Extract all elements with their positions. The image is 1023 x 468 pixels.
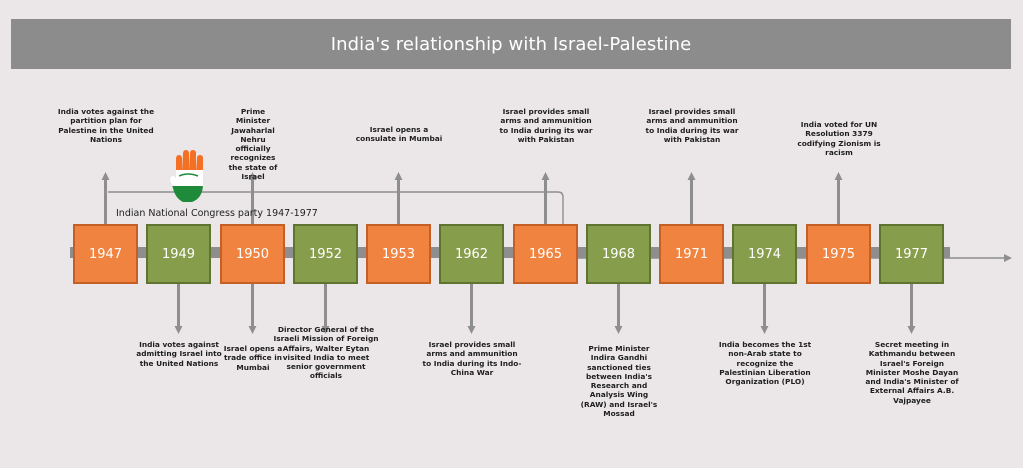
event-text-1947: India votes against the partition plan f… <box>57 107 155 144</box>
event-text-1968: Prime Minister Indira Gandhi sanctioned … <box>580 344 658 419</box>
year-box-1953: 1953 <box>366 224 431 284</box>
event-text-1949: India votes against admitting Israel int… <box>136 340 222 368</box>
event-text-1974: India becomes the 1st non-Arab state to … <box>718 340 812 387</box>
event-text-1962: Israel provides small arms and ammunitio… <box>422 340 522 377</box>
year-box-1962: 1962 <box>439 224 504 284</box>
event-text-1975: India voted for UN Resolution 3379 codif… <box>797 120 881 157</box>
event-text-1950: Prime Minister Jawaharlal Nehru official… <box>228 107 278 182</box>
event-text-1965: Israel provides small arms and ammunitio… <box>499 107 593 144</box>
event-text-1971: Israel provides small arms and ammunitio… <box>645 107 739 144</box>
party-label: Indian National Congress party 1947-1977 <box>116 208 318 219</box>
year-box-1949: 1949 <box>146 224 211 284</box>
year-box-1965: 1965 <box>513 224 578 284</box>
raised-hand-icon <box>170 150 203 202</box>
year-box-1968: 1968 <box>586 224 651 284</box>
event-text-1977: Secret meeting in Kathmandu between Isra… <box>865 340 959 405</box>
timeline-bar <box>70 247 950 258</box>
year-box-1977: 1977 <box>879 224 944 284</box>
year-box-1950: 1950 <box>220 224 285 284</box>
event-text-1950-below: Israel opens a trade office in Mumbai <box>223 344 283 372</box>
page-title: India's relationship with Israel-Palesti… <box>330 33 692 55</box>
year-box-1974: 1974 <box>732 224 797 284</box>
year-box-1947: 1947 <box>73 224 138 284</box>
year-box-1952: 1952 <box>293 224 358 284</box>
event-text-1952: Director General of the Israeli Mission … <box>273 325 379 381</box>
year-box-1975: 1975 <box>806 224 871 284</box>
event-text-1953: Israel opens a consulate in Mumbai <box>355 125 443 144</box>
year-box-1971: 1971 <box>659 224 724 284</box>
header-bar: India's relationship with Israel-Palesti… <box>11 19 1011 69</box>
